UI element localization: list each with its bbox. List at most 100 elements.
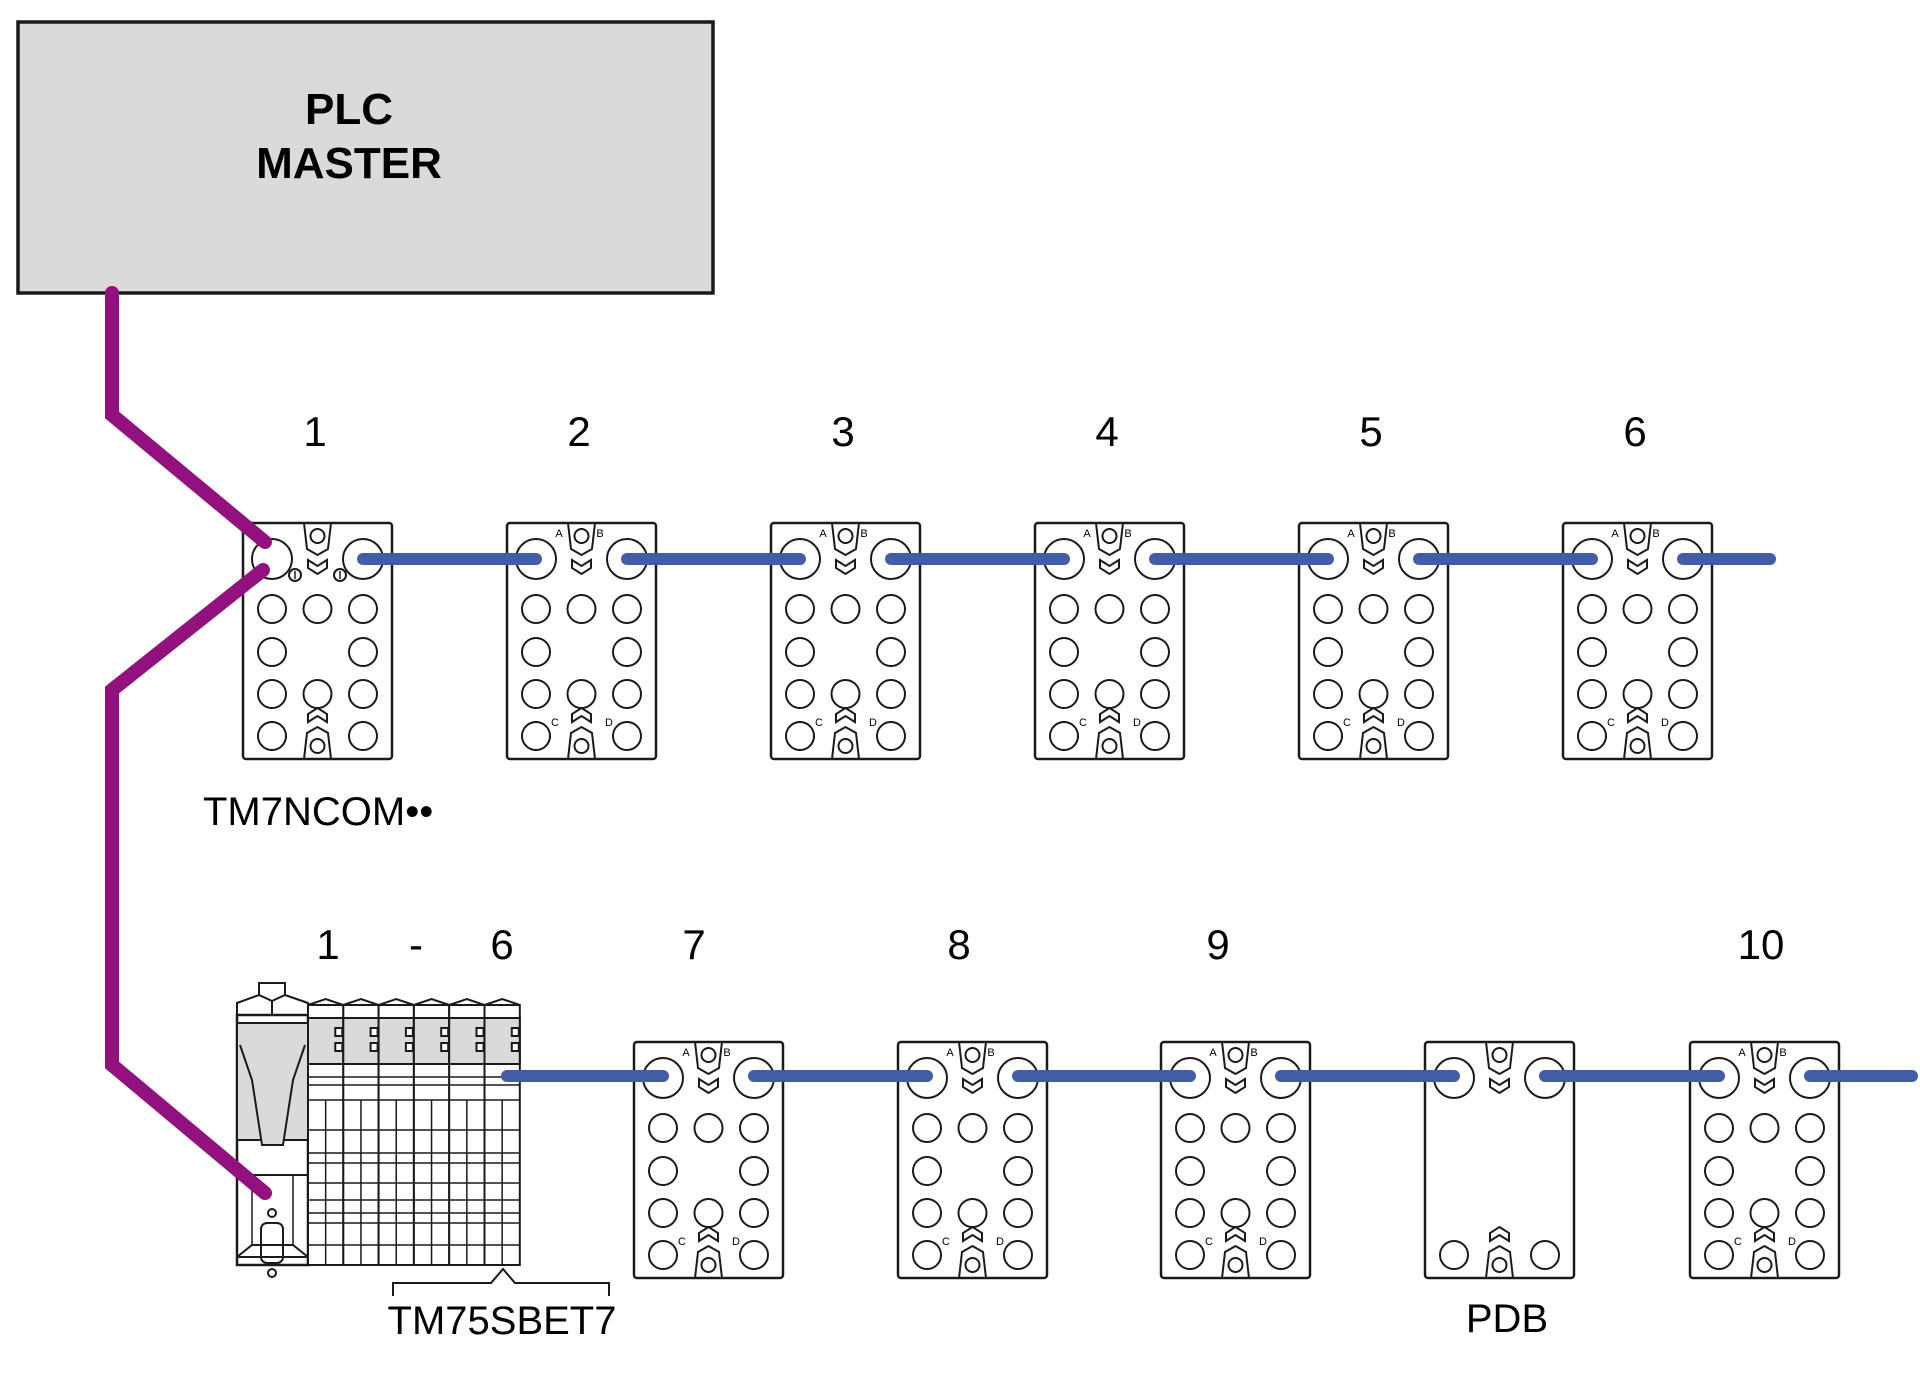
- io-connector[interactable]: [830, 679, 861, 709]
- io-connector[interactable]: [830, 594, 861, 624]
- io-slice[interactable]: [342, 997, 380, 1266]
- io-slice[interactable]: [448, 997, 486, 1266]
- io-slice[interactable]: [412, 997, 451, 1266]
- tm75-coupler-assembly[interactable]: [235, 982, 521, 1278]
- io-connector[interactable]: [1175, 1198, 1205, 1228]
- io-connector[interactable]: [1175, 1113, 1205, 1143]
- io-connector[interactable]: [912, 1156, 942, 1186]
- io-connector[interactable]: [785, 721, 815, 751]
- io-connector[interactable]: [1313, 637, 1343, 667]
- io-connector[interactable]: [1140, 637, 1170, 667]
- io-connector[interactable]: [348, 679, 378, 709]
- io-connector[interactable]: [612, 679, 642, 709]
- io-connector[interactable]: [257, 721, 287, 751]
- io-connector[interactable]: [1175, 1240, 1205, 1270]
- io-connector[interactable]: [1140, 721, 1170, 751]
- io-connector[interactable]: [1704, 1113, 1734, 1143]
- io-connector[interactable]: [693, 1198, 724, 1228]
- io-connector[interactable]: [1704, 1198, 1734, 1228]
- io-connector[interactable]: [648, 1113, 678, 1143]
- io-connector[interactable]: [521, 721, 551, 751]
- io-connector[interactable]: [521, 679, 551, 709]
- io-connector[interactable]: [739, 1240, 769, 1270]
- io-connector[interactable]: [1094, 679, 1125, 709]
- io-connector[interactable]: [1003, 1198, 1033, 1228]
- pdb-module[interactable]: [1423, 1040, 1576, 1280]
- io-connector[interactable]: [876, 721, 906, 751]
- io-connector[interactable]: [1668, 721, 1698, 751]
- io-connector[interactable]: [648, 1156, 678, 1186]
- io-connector[interactable]: [1795, 1198, 1825, 1228]
- io-connector[interactable]: [348, 594, 378, 624]
- io-connector[interactable]: [912, 1198, 942, 1228]
- io-connector[interactable]: [257, 679, 287, 709]
- io-connector[interactable]: [1668, 594, 1698, 624]
- io-slice[interactable]: [307, 997, 345, 1266]
- io-connector[interactable]: [1140, 594, 1170, 624]
- io-connector[interactable]: [1140, 679, 1170, 709]
- io-connector[interactable]: [912, 1113, 942, 1143]
- sub-d-connector-icon[interactable]: [260, 1222, 284, 1264]
- io-connector[interactable]: [1313, 594, 1343, 624]
- io-connector[interactable]: [1577, 679, 1607, 709]
- io-connector[interactable]: [1795, 1156, 1825, 1186]
- io-connector[interactable]: [785, 594, 815, 624]
- io-connector[interactable]: [957, 1198, 988, 1228]
- io-connector[interactable]: [739, 1198, 769, 1228]
- io-connector[interactable]: [521, 637, 551, 667]
- io-connector[interactable]: [1358, 679, 1389, 709]
- power-connector[interactable]: [1439, 1240, 1469, 1270]
- plc-master-block[interactable]: PLC MASTER: [16, 20, 715, 295]
- io-slice[interactable]: [483, 997, 521, 1266]
- io-connector[interactable]: [302, 679, 333, 709]
- io-connector[interactable]: [1404, 594, 1434, 624]
- io-connector[interactable]: [739, 1113, 769, 1143]
- io-connector[interactable]: [1749, 1113, 1780, 1143]
- io-connector[interactable]: [1358, 594, 1389, 624]
- io-connector[interactable]: [1049, 637, 1079, 667]
- io-connector[interactable]: [348, 721, 378, 751]
- io-connector[interactable]: [1175, 1156, 1205, 1186]
- io-connector[interactable]: [566, 679, 597, 709]
- power-connector[interactable]: [1530, 1240, 1560, 1270]
- io-connector[interactable]: [521, 594, 551, 624]
- module-housing[interactable]: [1423, 1040, 1576, 1280]
- io-connector[interactable]: [1266, 1198, 1296, 1228]
- plc-master-box[interactable]: [16, 20, 715, 295]
- io-connector[interactable]: [1049, 679, 1079, 709]
- io-connector[interactable]: [1003, 1113, 1033, 1143]
- io-connector[interactable]: [1404, 679, 1434, 709]
- io-connector[interactable]: [1003, 1156, 1033, 1186]
- io-connector[interactable]: [302, 594, 333, 624]
- io-connector[interactable]: [1266, 1156, 1296, 1186]
- io-connector[interactable]: [1577, 637, 1607, 667]
- io-connector[interactable]: [1749, 1198, 1780, 1228]
- io-connector[interactable]: [1704, 1240, 1734, 1270]
- io-connector[interactable]: [1577, 594, 1607, 624]
- io-connector[interactable]: [693, 1113, 724, 1143]
- io-connector[interactable]: [1313, 721, 1343, 751]
- io-connector[interactable]: [612, 721, 642, 751]
- io-connector[interactable]: [1577, 721, 1607, 751]
- io-connector[interactable]: [876, 637, 906, 667]
- io-connector[interactable]: [739, 1156, 769, 1186]
- io-connector[interactable]: [1094, 594, 1125, 624]
- io-connector[interactable]: [957, 1113, 988, 1143]
- io-connector[interactable]: [1313, 679, 1343, 709]
- io-connector[interactable]: [348, 637, 378, 667]
- io-connector[interactable]: [1266, 1240, 1296, 1270]
- io-connector[interactable]: [1622, 679, 1653, 709]
- io-connector[interactable]: [257, 594, 287, 624]
- io-connector[interactable]: [648, 1240, 678, 1270]
- io-slice[interactable]: [377, 997, 415, 1266]
- io-connector[interactable]: [1220, 1198, 1251, 1228]
- io-connector[interactable]: [1668, 637, 1698, 667]
- io-connector[interactable]: [785, 679, 815, 709]
- io-connector[interactable]: [785, 637, 815, 667]
- io-connector[interactable]: [876, 679, 906, 709]
